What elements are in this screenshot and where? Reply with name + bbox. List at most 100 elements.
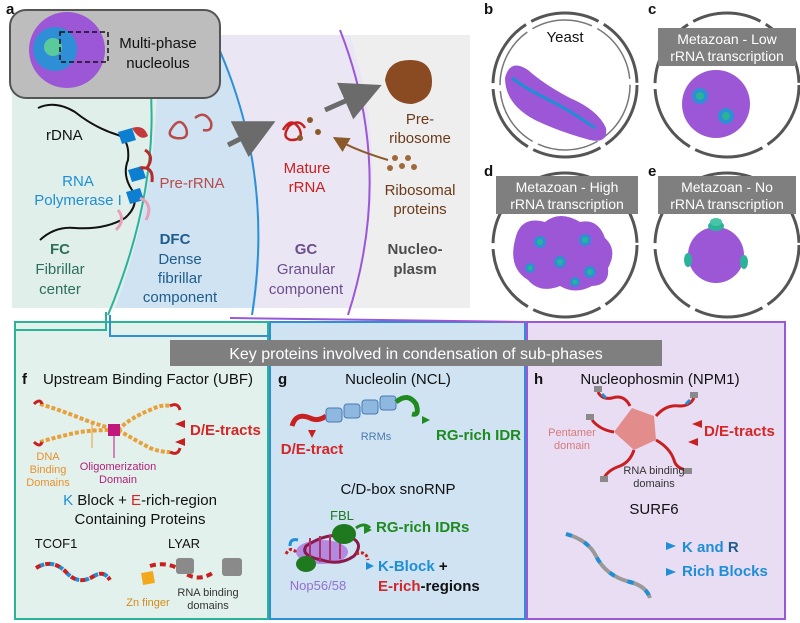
npm1-de-pointer [688,438,698,446]
prerrna-squiggle-1 [168,120,189,140]
rdna-label: rDNA [46,127,83,144]
dfc-region [115,35,260,308]
panel-e: e Metazoan - No rRNA transcription [648,163,800,319]
preribo-label-2: ribosome [389,130,451,147]
panel-e-title-2: rRNA transcription [670,196,784,212]
inset-label-1: Multi-phase [119,35,197,52]
snornp-rg-idrs: RG-rich IDRs [376,519,469,536]
ribosomal-protein-dots [387,155,417,171]
rg-idr-pointer [422,416,430,424]
snorna-title: C/D-box snoRNP [340,481,455,498]
fc-label-2: center [39,281,81,298]
bound-protein [315,129,321,135]
rna-binding-domain-2 [222,558,242,576]
nucleus-outline-e [653,171,800,319]
ncl-de-tail [289,413,328,427]
panel-b-letter: b [484,1,493,18]
mature-label-1: Mature [284,160,331,177]
zn-label: Zn finger [126,597,170,609]
nucleo-label-2: plasm [393,261,436,278]
dna-binding-2: Binding [30,464,67,476]
panel-a: Multi-phase nucleolus a rDNA RNA Polymer… [6,1,470,316]
ubf-title: Upstream Binding Factor (UBF) [43,371,253,388]
rna-binding-domain-1 [176,558,194,574]
bound-protein [297,135,303,141]
panel-f: f Upstream Binding Factor (UBF) D/E-trac… [22,371,261,612]
panel-h-letter: h [534,371,543,388]
panel-f-letter: f [22,371,28,388]
yeast-rdna [511,76,596,130]
panel-d-title-2: rRNA transcription [510,196,624,212]
tcof1-chain [34,561,112,583]
npm1-pentamer [586,386,698,482]
surf6-blocks [565,532,652,599]
kblock-pointer [366,562,374,570]
connector-gc [229,317,528,323]
polymerase-complexes [114,127,154,232]
kblock-line-2: Containing Proteins [75,511,206,528]
preribo-label-1: Pre- [406,111,434,128]
panel-d-letter: d [484,163,493,180]
gc-abbr: GC [295,241,318,258]
ribprot-label-1: Ribosomal [385,182,456,199]
snornp-erich-line: E-rich-regions [378,578,480,595]
dfc-abbr: DFC [160,231,191,248]
lyar-rnabind-2: domains [187,600,229,612]
fc-region [12,35,157,308]
panel-d-label-box [496,176,638,214]
pentamer-label-1: Pentamer [548,427,596,439]
ncl-rrms [325,395,397,423]
mature-rrna-squiggle [281,121,307,142]
fbl-label: FBL [330,508,354,523]
dfc-boundary [214,39,260,316]
npm1-de-pointer [692,420,702,428]
panel-e-letter: e [648,163,656,180]
fc-abbr: FC [50,241,70,258]
arrow-to-mature [226,121,276,158]
fc-boundary [107,79,153,316]
ribprot-label-2: proteins [393,201,446,218]
dfc-label-2: fibrillar [158,270,202,287]
gc-region [215,35,373,308]
panel-c-label-box [658,28,796,66]
oligo-1: Oligomerization [80,461,156,473]
lyar-label: LYAR [168,536,200,551]
inset-label-2: nucleolus [126,55,189,72]
panel-c-title-1: Metazoan - Low [677,31,777,47]
kr-line-2: Rich Blocks [682,563,768,580]
fc-spot [696,92,704,100]
preribosome-blob [385,60,432,104]
snornp-kblock-line: K-Block + [378,558,448,575]
pentamer-label-2: domain [554,440,590,452]
ubf-schematic [32,399,185,458]
npm1-de-tracts: D/E-tracts [704,423,775,440]
bound-protein [307,117,313,123]
panel-c: c Metazoan - Low rRNA transcription [648,1,800,159]
connector-dfc [109,315,270,337]
mature-label-2: rRNA [289,179,326,196]
banner-text: Key proteins involved in condensation of… [229,346,603,363]
prerrna-squiggle-2 [194,113,213,132]
cap-spot [740,255,748,269]
dna-binding-3: Domains [26,477,70,489]
panel-g-letter: g [278,371,287,388]
fc-label-1: Fibrillar [35,261,84,278]
key-proteins-banner [170,340,662,366]
ubf-de-tracts: D/E-tracts [190,422,261,439]
rg-idrs-pointer [364,526,372,534]
nop-label: Nop56/58 [290,578,346,593]
nucleus-outline-d [491,171,639,319]
nucleus-outline-c [653,11,800,159]
panel-c-letter: c [648,1,656,18]
kr-pointer [666,542,676,550]
kblock-line-1: K Block + E-rich-region [63,492,217,509]
cap-spot [710,218,722,226]
nucleo-label-1: Nucleo- [387,241,442,258]
inset-zoom-box [59,31,109,63]
low-nucleolus [682,70,750,138]
no-nucleolus [688,227,744,283]
panel-d: d Metazoan - High rRNA transcription [484,163,639,319]
arrow-proteins-to-mature [332,136,389,161]
inset-fc [44,38,62,56]
